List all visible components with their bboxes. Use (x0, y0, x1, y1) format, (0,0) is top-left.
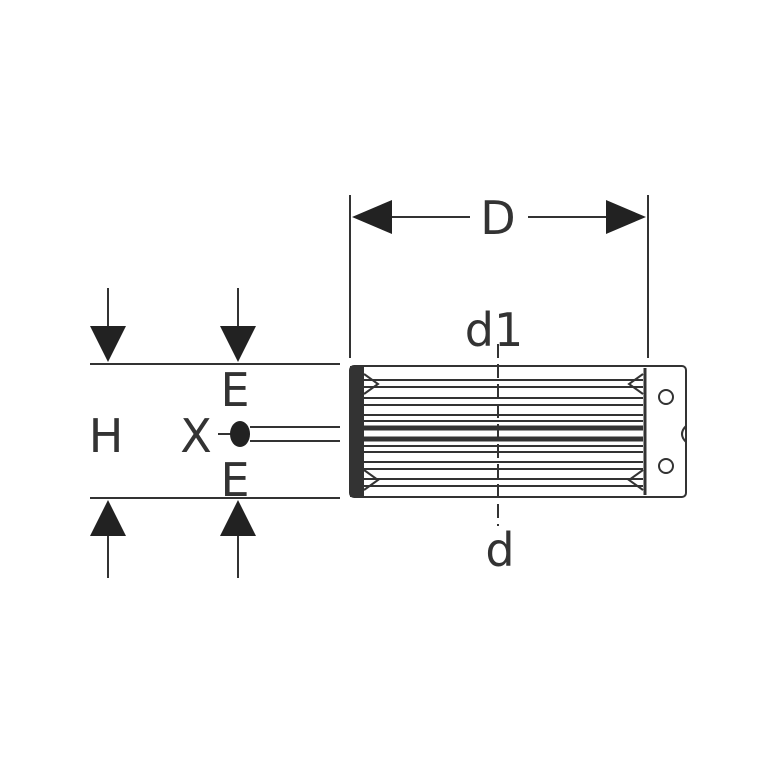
hole-icon (658, 458, 674, 474)
label-d-inner: d (485, 523, 514, 577)
arrow-down-icon (220, 326, 256, 362)
dimension-d-outer (349, 195, 649, 358)
label-d-outer: D (480, 191, 515, 245)
label-e-bottom: E (220, 453, 249, 507)
label-h: H (89, 409, 124, 463)
hole-icon (658, 389, 674, 405)
part-body (349, 365, 687, 498)
label-e-top: E (220, 363, 249, 417)
arrow-up-icon (90, 500, 126, 536)
label-d1: d1 (465, 303, 523, 357)
arrow-down-icon (90, 326, 126, 362)
arrow-up-icon (220, 500, 256, 536)
dimension-h (90, 288, 126, 578)
dimension-e (220, 288, 256, 578)
marker-x (218, 421, 340, 447)
arrow-right-icon (606, 200, 646, 234)
dot-marker (230, 421, 250, 447)
arrow-left-icon (352, 200, 392, 234)
label-x: X (180, 409, 212, 463)
